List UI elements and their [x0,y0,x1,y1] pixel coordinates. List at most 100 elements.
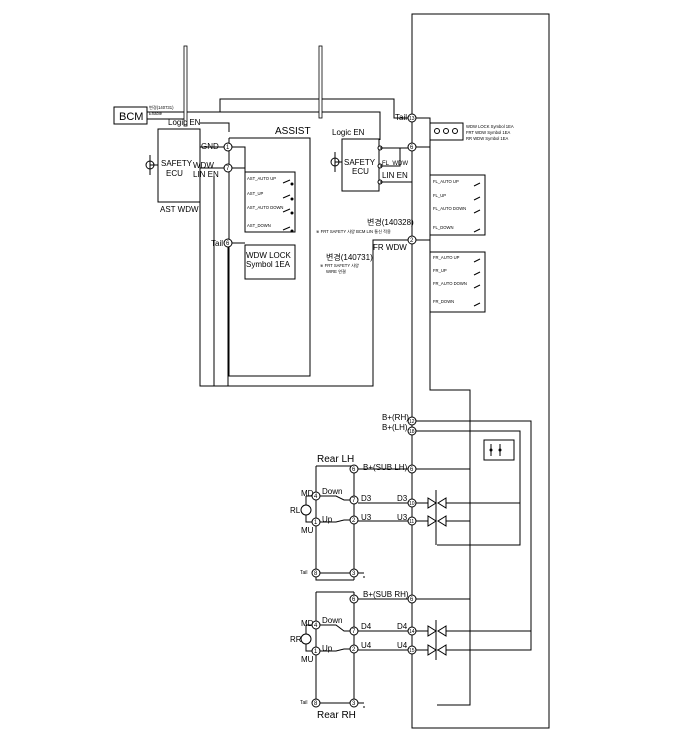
assist-ecu-box [157,128,201,203]
rear-lh-bsub: B+(SUB LH) [363,463,408,472]
rear-lh-main-pin-bsub: 6 [410,467,414,473]
rear-lh-pin-up: 2 [352,518,356,524]
rear-rh-main-pin-u: 15 [409,648,415,654]
assist-title: ASSIST [275,126,311,137]
bcm-box [113,106,148,125]
assist-switch-auto-down: AST_AUTO DOWN [247,205,283,210]
rear-rh-u4: U4 [361,641,372,650]
driver-fr-switch-up: FR_UP [433,268,447,273]
rear-rh-pin-up: 2 [352,647,356,653]
driver-pin-fr-num: 2 [410,238,414,244]
bcm-wire-top [147,98,412,119]
driver-note-a1: 변경(140328) [367,217,414,227]
driver-note-b3: WIRE 연결 [326,268,346,274]
assist-tail-label: Tail [211,239,223,248]
assist-ecu-label1: SAFETY [161,159,193,168]
rear-lh-title: Rear LH [317,454,354,465]
power-b-rh: B+(RH) [382,413,409,422]
assist-connector-outline [228,137,311,377]
rear-rh-pin-bsub: 6 [352,597,356,603]
power-b-lh: B+(LH) [382,423,408,432]
rear-lh-connector-outline [315,466,354,581]
assist-switch-down: AST_DOWN [247,223,271,228]
driver-fr-switch-auto-up: FR_AUTO UP [433,255,460,260]
rear-rh-u4-main: U4 [397,641,408,650]
rear-lh-down: Down [322,487,342,496]
rear-rh-pin-gnd: 3 [352,701,356,707]
driver-ecu-box [341,138,380,192]
rear-rh-pin-md: 4 [314,623,318,629]
driver-symbol-lock: WDW LOCK Symbol 1EA [466,124,514,129]
rear-rh-d4: D4 [361,622,372,631]
driver-tail-label: Tail [395,113,407,122]
bcm-wire-driver [220,111,381,140]
bcm-note: 변경(140731) [149,104,174,110]
assist-pin-wdw-num: 7 [226,166,230,172]
rear-lh-d3: D3 [361,494,372,503]
rear-rh-pin-mu: 1 [314,649,318,655]
assist-ast-wdw: AST WDW [160,205,199,214]
rear-rh-tail: Tail [300,700,308,706]
rear-rh-pin-tail: 8 [314,701,318,707]
rear-rh-pin-down: 7 [352,629,356,635]
driver-note-a2: ※ FRT SAFETY 사양 BCM LIN 통신 적용 [316,228,391,235]
driver-symbol-box [429,122,464,141]
assist-lock-label1: WDW LOCK [246,251,292,260]
assist-switch-up: AST_UP [247,191,263,196]
driver-fl-switch-auto-down: FL_AUTO DOWN [433,206,466,211]
rear-lh-u3-main: U3 [397,513,408,522]
driver-fr-switch-down: FR_DOWN [433,299,454,304]
rear-lh-up: Up [322,515,333,524]
rear-lh-pin-mu: 1 [314,520,318,526]
rear-rh-motor-icon [300,633,312,645]
driver-lin-en: LIN EN [382,171,408,180]
rear-lh-driver-amps [416,490,520,545]
rear-lh-pin-down: 7 [352,498,356,504]
driver-logic-en: Logic EN [332,128,365,137]
rear-lh-tail: Tail [300,570,308,576]
rear-rh-motor-label: RR [290,635,302,644]
rear-lh-motor-icon [300,504,312,516]
rear-lh-main-pin-d: 10 [409,501,415,507]
power-pin-lh-num: 18 [409,429,415,435]
assist-ecu-label2: ECU [166,169,183,178]
assist-pin-tail-num: 6 [226,241,230,247]
rear-rh-md: MD [301,619,314,628]
assist-lin-en: LIN EN [193,170,219,179]
rear-rh-mu: MU [301,655,314,664]
rear-lh-d3-main: D3 [397,494,408,503]
driver-fl-switch-down: FL_DOWN [433,225,453,230]
rear-rh-bsub: B+(SUB RH) [363,590,409,599]
bcm-label: BCM [119,111,143,123]
rear-lh-pin-tail: 8 [314,571,318,577]
antenna-left [183,45,188,127]
assist-pin-gnd-num: 1 [226,145,230,151]
driver-fr-switch-auto-down: FR_AUTO DOWN [433,281,467,286]
assist-logic-en: Logic EN [168,118,201,127]
driver-fl-switch-auto-up: FL_AUTO UP [433,179,459,184]
bcm-enable: Enable [149,111,163,116]
rear-lh-md: MD [301,489,314,498]
driver-module-outline [411,13,550,729]
rear-rh-driver-amps [416,620,531,660]
assist-lock-box [244,244,296,280]
rear-rh-down: Down [322,616,342,625]
assist-lock-label2: Symbol 1EA [246,260,291,269]
rear-rh-main-pin-bsub: 6 [410,597,414,603]
assist-wire-logic [200,122,230,132]
rear-lh-motor-label: RL [290,506,301,515]
rear-lh-pin-md: 4 [314,494,318,500]
driver-symbol-rr: RR WDW Symbol 1EA [466,136,509,141]
driver-symbol-frt: FRT WDW Symbol 1EA [466,130,510,135]
driver-ecu-label2: ECU [352,167,369,176]
assist-wire-fr [199,176,412,387]
driver-pin-fl-num: 6 [410,145,414,151]
driver-fl-switch-up: FL_UP [433,193,446,198]
rear-rh-up: Up [322,644,333,653]
rear-lh-pin-gnd: 3 [352,571,356,577]
driver-note-b1: 변경(140731) [326,252,373,262]
rear-lh-u3: U3 [361,513,372,522]
rear-rh-main-pin-d: 14 [409,629,415,635]
assist-switch-auto-up: AST_AUTO UP [247,176,276,181]
